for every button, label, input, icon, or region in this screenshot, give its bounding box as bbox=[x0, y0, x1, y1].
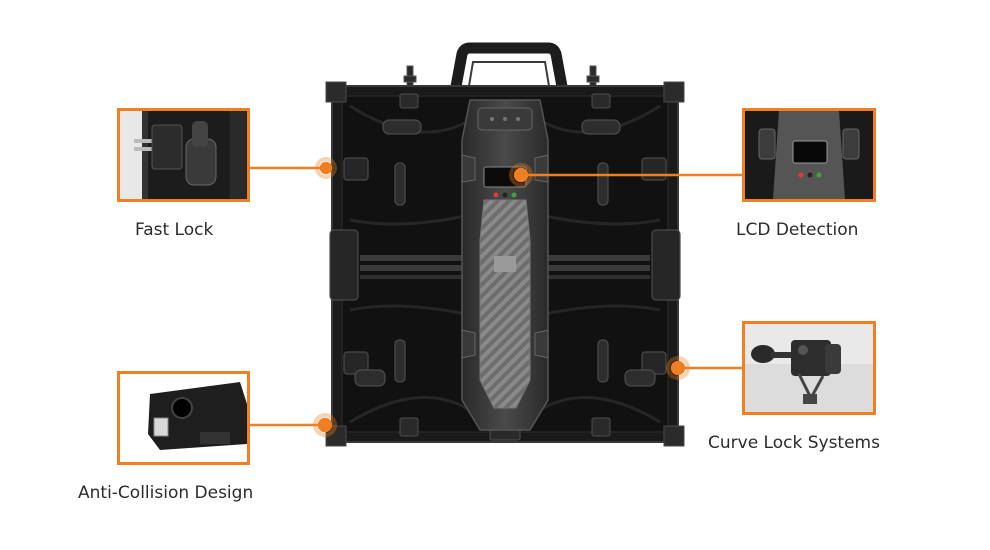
lcd-detection-thumbnail bbox=[742, 108, 876, 202]
latch-knobs bbox=[354, 119, 656, 387]
curve-lock-thumbnail bbox=[742, 321, 876, 415]
carry-handle bbox=[449, 42, 569, 93]
fast-lock-label: Fast Lock bbox=[135, 220, 214, 240]
lcd-detection-label: LCD Detection bbox=[736, 220, 859, 240]
central-spine bbox=[461, 99, 549, 431]
callout-connectors bbox=[250, 161, 742, 433]
top-lock-pins bbox=[403, 65, 600, 93]
fast-lock-thumbnail bbox=[117, 108, 250, 202]
lcd-detail-photo bbox=[745, 111, 873, 199]
curve-lock-detail-photo bbox=[745, 324, 873, 412]
side-lock-blocks bbox=[329, 157, 681, 375]
anti-collision-thumbnail bbox=[117, 371, 250, 465]
anti-collision-label: Anti-Collision Design bbox=[78, 483, 254, 503]
corner-guard-detail-photo bbox=[120, 374, 247, 462]
curve-lock-label: Curve Lock Systems bbox=[708, 433, 880, 453]
fast-lock-detail-photo bbox=[120, 111, 247, 199]
